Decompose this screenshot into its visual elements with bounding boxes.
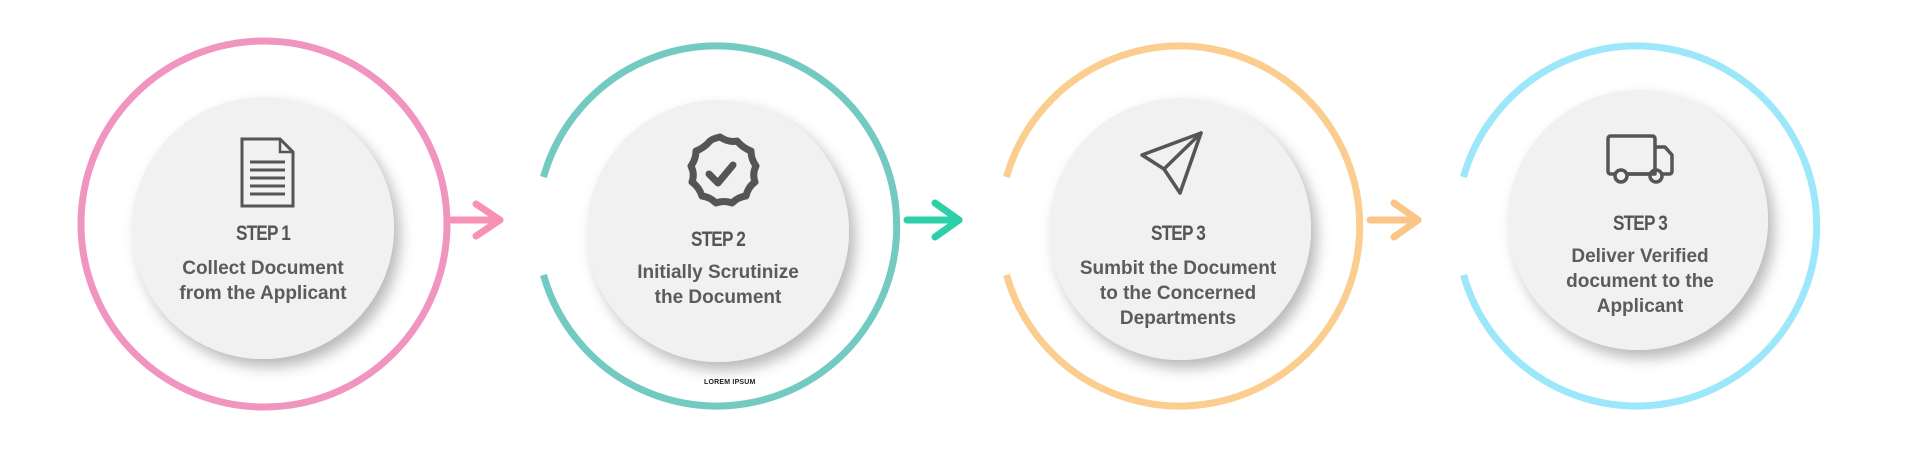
step-3-description-line-3: Departments [1119,308,1237,329]
step-3-description-line-1: Sumbit the Document [1079,258,1277,279]
step-3-ring [1003,42,1364,410]
step-1-description-line-2: from the Applicant [179,283,347,304]
step-3-description: Sumbit the Document to the Concerned Dep… [1058,256,1298,331]
step-4-description: Deliver Verified document to the Applica… [1520,244,1760,319]
paper-plane-icon [1140,131,1203,195]
arrow-3 [1366,199,1422,241]
step-3-inner-circle [1049,98,1311,360]
step-4-description-line-2: document to the [1566,271,1714,292]
step-4-ring [1460,42,1821,410]
step-4-text: STEP 3 Deliver Verified document to the … [1520,210,1760,320]
step-3-text: STEP 3 Sumbit the Document to the Concer… [1058,220,1298,330]
step-2 [540,42,901,410]
step-4-description-line-1: Deliver Verified [1571,246,1709,267]
step-3-label: STEP 3 [1150,222,1206,245]
step-3-description-line-2: to the Concerned [1099,283,1257,304]
step-2-ring [540,42,901,410]
step-2-text: STEP 2 Initially Scrutinize the Document [603,224,833,314]
verified-badge-icon [687,133,760,207]
step-2-description-line-2: the Document [654,287,782,308]
step-1-description: Collect Document from the Applicant [148,256,378,306]
step-1-text: STEP 1 Collect Document from the Applica… [148,218,378,308]
step-2-label: STEP 2 [690,228,746,251]
step-1-label: STEP 1 [235,222,291,245]
step-1-description-line-1: Collect Document [182,258,344,279]
step-1-ring [77,37,451,411]
step-2-description: Initially Scrutinize the Document [603,260,833,310]
step-2-description-line-1: Initially Scrutinize [637,262,799,283]
truck-icon [1606,134,1674,184]
step-4-inner-circle [1508,90,1768,350]
step-3 [1003,42,1364,410]
step-2-caption: LOREM IPSUM [704,379,756,386]
arrow-1 [448,200,504,240]
step-4-description-line-3: Applicant [1596,296,1684,317]
arrow-2 [903,199,963,241]
document-icon [240,137,295,208]
step-2-inner-circle [587,100,849,362]
step-4-label: STEP 3 [1612,212,1668,235]
step-4 [1460,42,1821,410]
step-1 [77,37,451,411]
step-1-inner-circle [132,97,394,359]
